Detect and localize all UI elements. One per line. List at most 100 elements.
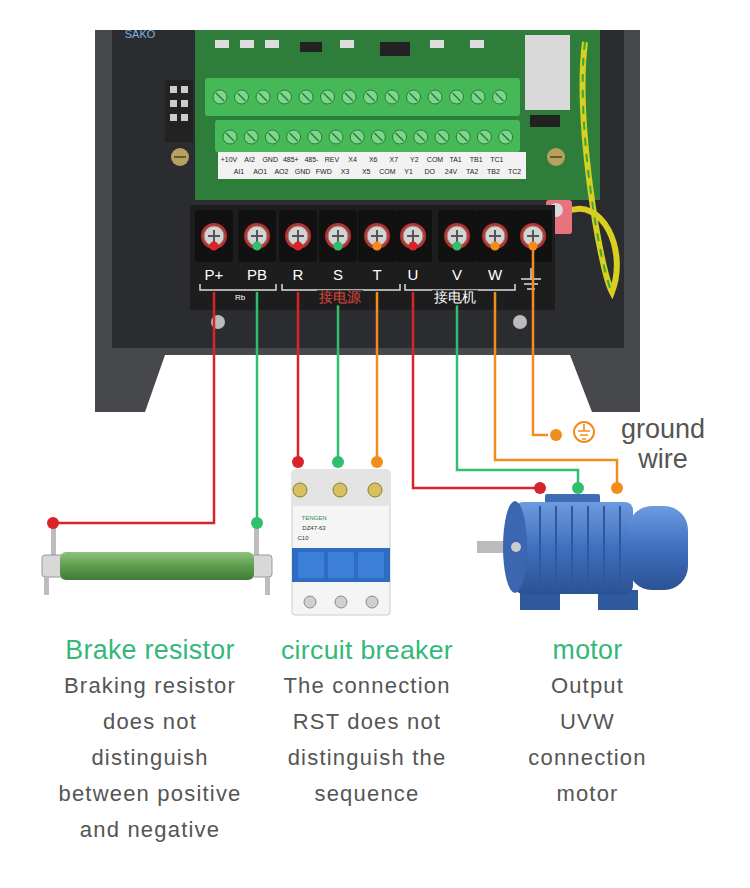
control-board xyxy=(456,130,470,144)
pin-name: X4 xyxy=(348,156,357,164)
control-board xyxy=(300,42,322,52)
control-board xyxy=(414,130,428,144)
breaker-symbol xyxy=(328,552,354,578)
wire-connector xyxy=(413,292,546,494)
control-board xyxy=(223,130,237,144)
control-board xyxy=(205,78,520,116)
wire-line xyxy=(53,292,214,523)
power-terminal-block xyxy=(513,315,527,329)
power-terminal-block xyxy=(210,242,219,251)
printed-label: Rb xyxy=(233,294,247,303)
resistor-symbol xyxy=(60,552,254,580)
control-board xyxy=(287,130,301,144)
terminal-box: P+ xyxy=(196,222,232,292)
device-panel: Brake resistorBraking resistor does not … xyxy=(25,523,275,848)
power-terminal-block xyxy=(491,242,500,251)
pin-name: X7 xyxy=(390,156,399,164)
pin-name: AO1 xyxy=(253,168,267,176)
wire-connector xyxy=(332,292,344,468)
pin-name: 485- xyxy=(304,156,318,164)
wire-connector xyxy=(457,292,584,494)
control-board xyxy=(547,148,565,166)
pin-name: Y1 xyxy=(404,168,413,176)
pin-name: AO2 xyxy=(274,168,288,176)
terminal-label: R xyxy=(293,266,304,284)
terminal-label: P+ xyxy=(205,266,224,284)
resistor-symbol xyxy=(265,577,270,595)
wire-connector xyxy=(292,292,304,468)
pin-name: TA1 xyxy=(449,156,461,164)
device-panel: circuit breakerThe connection RST does n… xyxy=(278,462,456,812)
wire-dot xyxy=(534,482,546,494)
pin-name: TA2 xyxy=(466,168,478,176)
wire-dot xyxy=(332,456,344,468)
control-board xyxy=(435,130,449,144)
power-terminal-block xyxy=(253,242,262,251)
pin-name: Y2 xyxy=(410,156,419,164)
power-terminal-block xyxy=(238,210,276,262)
terminal-box: T xyxy=(359,222,395,292)
breaker-symbol xyxy=(333,483,347,497)
power-terminal-block xyxy=(195,210,233,262)
resistor-symbol xyxy=(44,577,49,595)
wire-dot xyxy=(371,456,383,468)
wire-connector xyxy=(47,292,214,529)
control-board xyxy=(350,130,364,144)
control-board xyxy=(430,40,444,48)
terminal-label: W xyxy=(488,266,502,284)
pin-name: REV xyxy=(325,156,339,164)
drive-housing xyxy=(95,30,640,412)
breaker-symbol xyxy=(292,470,390,506)
breaker-symbol xyxy=(292,470,390,615)
terminal-label: S xyxy=(333,266,343,284)
pin-name: TC2 xyxy=(508,168,521,176)
pin-name: FWD xyxy=(316,168,332,176)
terminal-box: U xyxy=(395,222,431,292)
breaker-symbol xyxy=(298,552,324,578)
terminal-box: W xyxy=(477,222,513,292)
breaker-symbol xyxy=(292,548,390,582)
pin-name: X3 xyxy=(341,168,350,176)
control-board xyxy=(393,130,407,144)
breaker-symbol xyxy=(358,552,384,578)
control-board xyxy=(450,90,464,104)
control-board xyxy=(195,30,600,200)
terminal-box: PB xyxy=(239,222,275,292)
control-board xyxy=(321,90,335,104)
printed-label: 接电源 xyxy=(317,290,363,305)
wire-line xyxy=(376,292,379,462)
device-panel: motorOutput UVW connection motor xyxy=(475,488,700,812)
control-board xyxy=(371,130,385,144)
motor-symbol xyxy=(628,506,688,590)
printed-label: TENGEN xyxy=(301,515,326,522)
pin-name: COM xyxy=(427,156,443,164)
ground-wire xyxy=(533,246,594,442)
control-board xyxy=(407,90,421,104)
control-board xyxy=(213,90,227,104)
power-terminal-block xyxy=(200,284,515,290)
control-board xyxy=(244,130,258,144)
wire-line xyxy=(457,292,578,488)
terminal-label: U xyxy=(408,266,419,284)
wire-line xyxy=(256,292,259,523)
control-board xyxy=(235,90,249,104)
wire-connector xyxy=(251,292,263,529)
control-board xyxy=(218,152,526,179)
control-board xyxy=(308,130,322,144)
breaker-symbol xyxy=(368,483,382,497)
control-board xyxy=(342,90,356,104)
printed-label: 接电机 xyxy=(432,290,478,305)
pin-name: TB2 xyxy=(487,168,500,176)
drive-housing xyxy=(112,30,624,348)
control-board xyxy=(165,80,193,142)
pin-name: +10V xyxy=(221,156,238,164)
breaker-symbol xyxy=(335,596,347,608)
breaker-symbol xyxy=(292,470,390,615)
wire-dot xyxy=(251,517,263,529)
pin-name: X6 xyxy=(369,156,378,164)
power-terminal-block xyxy=(476,210,514,262)
control-board xyxy=(470,40,484,48)
printed-label: DZ47-63 xyxy=(302,525,325,532)
control-board xyxy=(380,42,410,56)
control-board xyxy=(364,90,378,104)
